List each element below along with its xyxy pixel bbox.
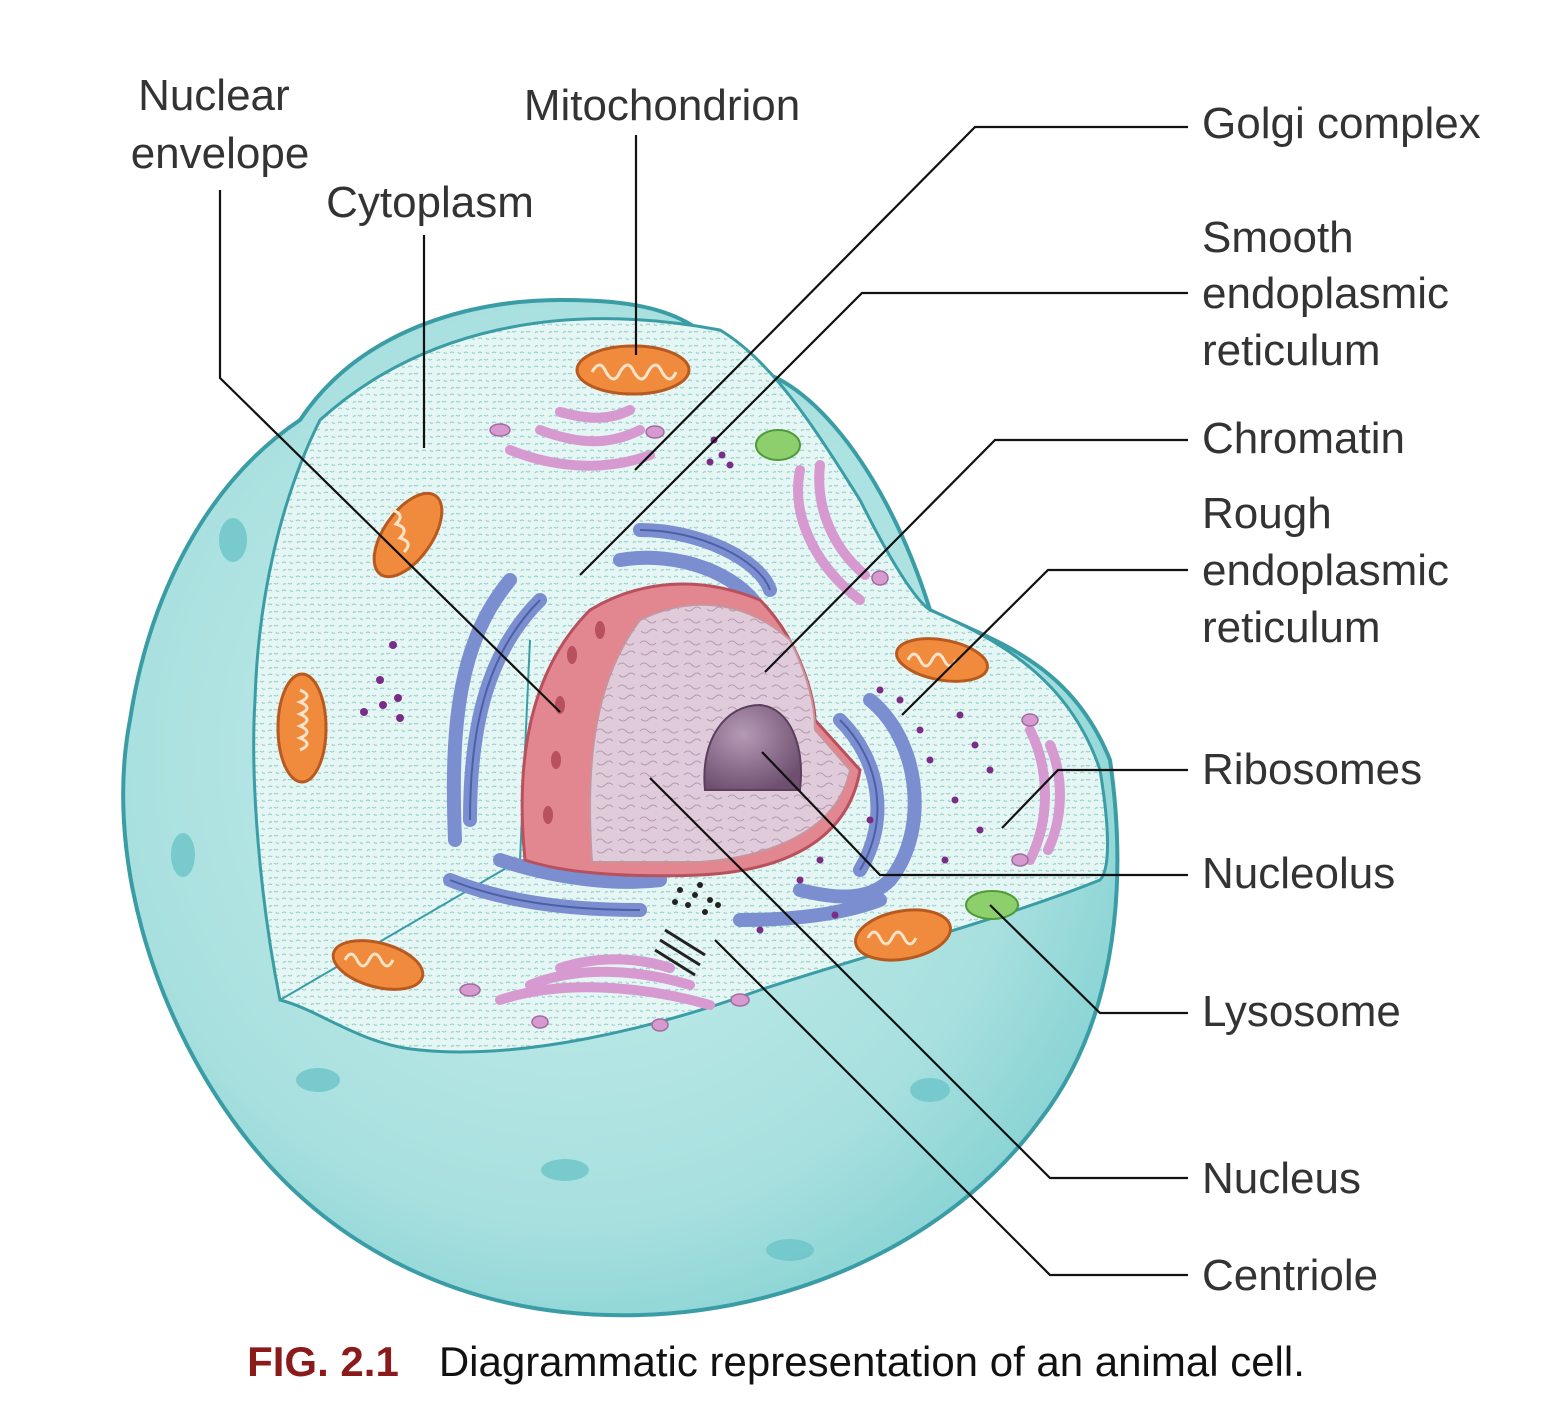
label-cytoplasm: Cytoplasm [326,178,534,227]
labels: Nuclear envelope Cytoplasm Mitochondrion… [131,71,1481,1300]
leader-ribosomes [1001,768,1188,829]
ribosomes [360,436,994,934]
leader-centriole [714,939,1188,1277]
mitochondrion-left-upper [372,491,444,579]
leader-lines [218,125,1188,1277]
figure-number: FIG. 2.1 [247,1338,399,1385]
mitochondrion-bottom-left [331,939,425,991]
label-nucleus: Nucleus [1202,1154,1361,1203]
leader-nuclear-envelope [218,190,561,713]
centriole [654,928,706,977]
leader-chromatin [764,438,1188,673]
label-centriole: Centriole [1202,1251,1378,1300]
leader-nucleus [649,777,1188,1180]
leader-nucleolus [761,751,1188,877]
pericentriolar-matrix [672,882,721,915]
membrane-pits [171,518,950,1261]
rough-er-outline [449,529,879,911]
label-nucleolus: Nucleolus [1202,849,1395,898]
leader-smooth-er [579,291,1188,576]
golgi-complex [495,405,1065,1010]
lysosomes [755,429,1019,920]
label-mitochondrion: Mitochondrion [524,81,800,130]
label-lysosome: Lysosome [1202,987,1401,1036]
mitochondrion-left [276,672,328,784]
cell-illustration: Nuclear envelope Cytoplasm Mitochondrion… [121,71,1481,1318]
figure-caption: FIG. 2.1 Diagrammatic representation of a… [0,1338,1552,1386]
leader-rough-er [901,568,1188,716]
golgi-vesicles [459,423,1039,1032]
label-golgi-complex: Golgi complex [1202,99,1481,148]
label-smooth-er: Smooth endoplasmic reticulum [1202,213,1461,375]
label-nuclear-envelope: Nuclear envelope [131,71,310,178]
figure-caption-text: Diagrammatic representation of an animal… [438,1338,1305,1385]
lysosome-right [965,890,1019,920]
mitochondrion-top [575,344,691,396]
leader-golgi [634,125,1188,471]
lysosome-top [755,429,801,461]
label-ribosomes: Ribosomes [1202,745,1422,794]
label-chromatin: Chromatin [1202,414,1405,463]
leader-lysosome [989,904,1188,1015]
mitochondrion-bottom-right [854,908,952,962]
mitochondria [276,344,989,991]
nuclear-pores [543,621,605,824]
label-rough-er: Rough endoplasmic reticulum [1202,489,1461,652]
